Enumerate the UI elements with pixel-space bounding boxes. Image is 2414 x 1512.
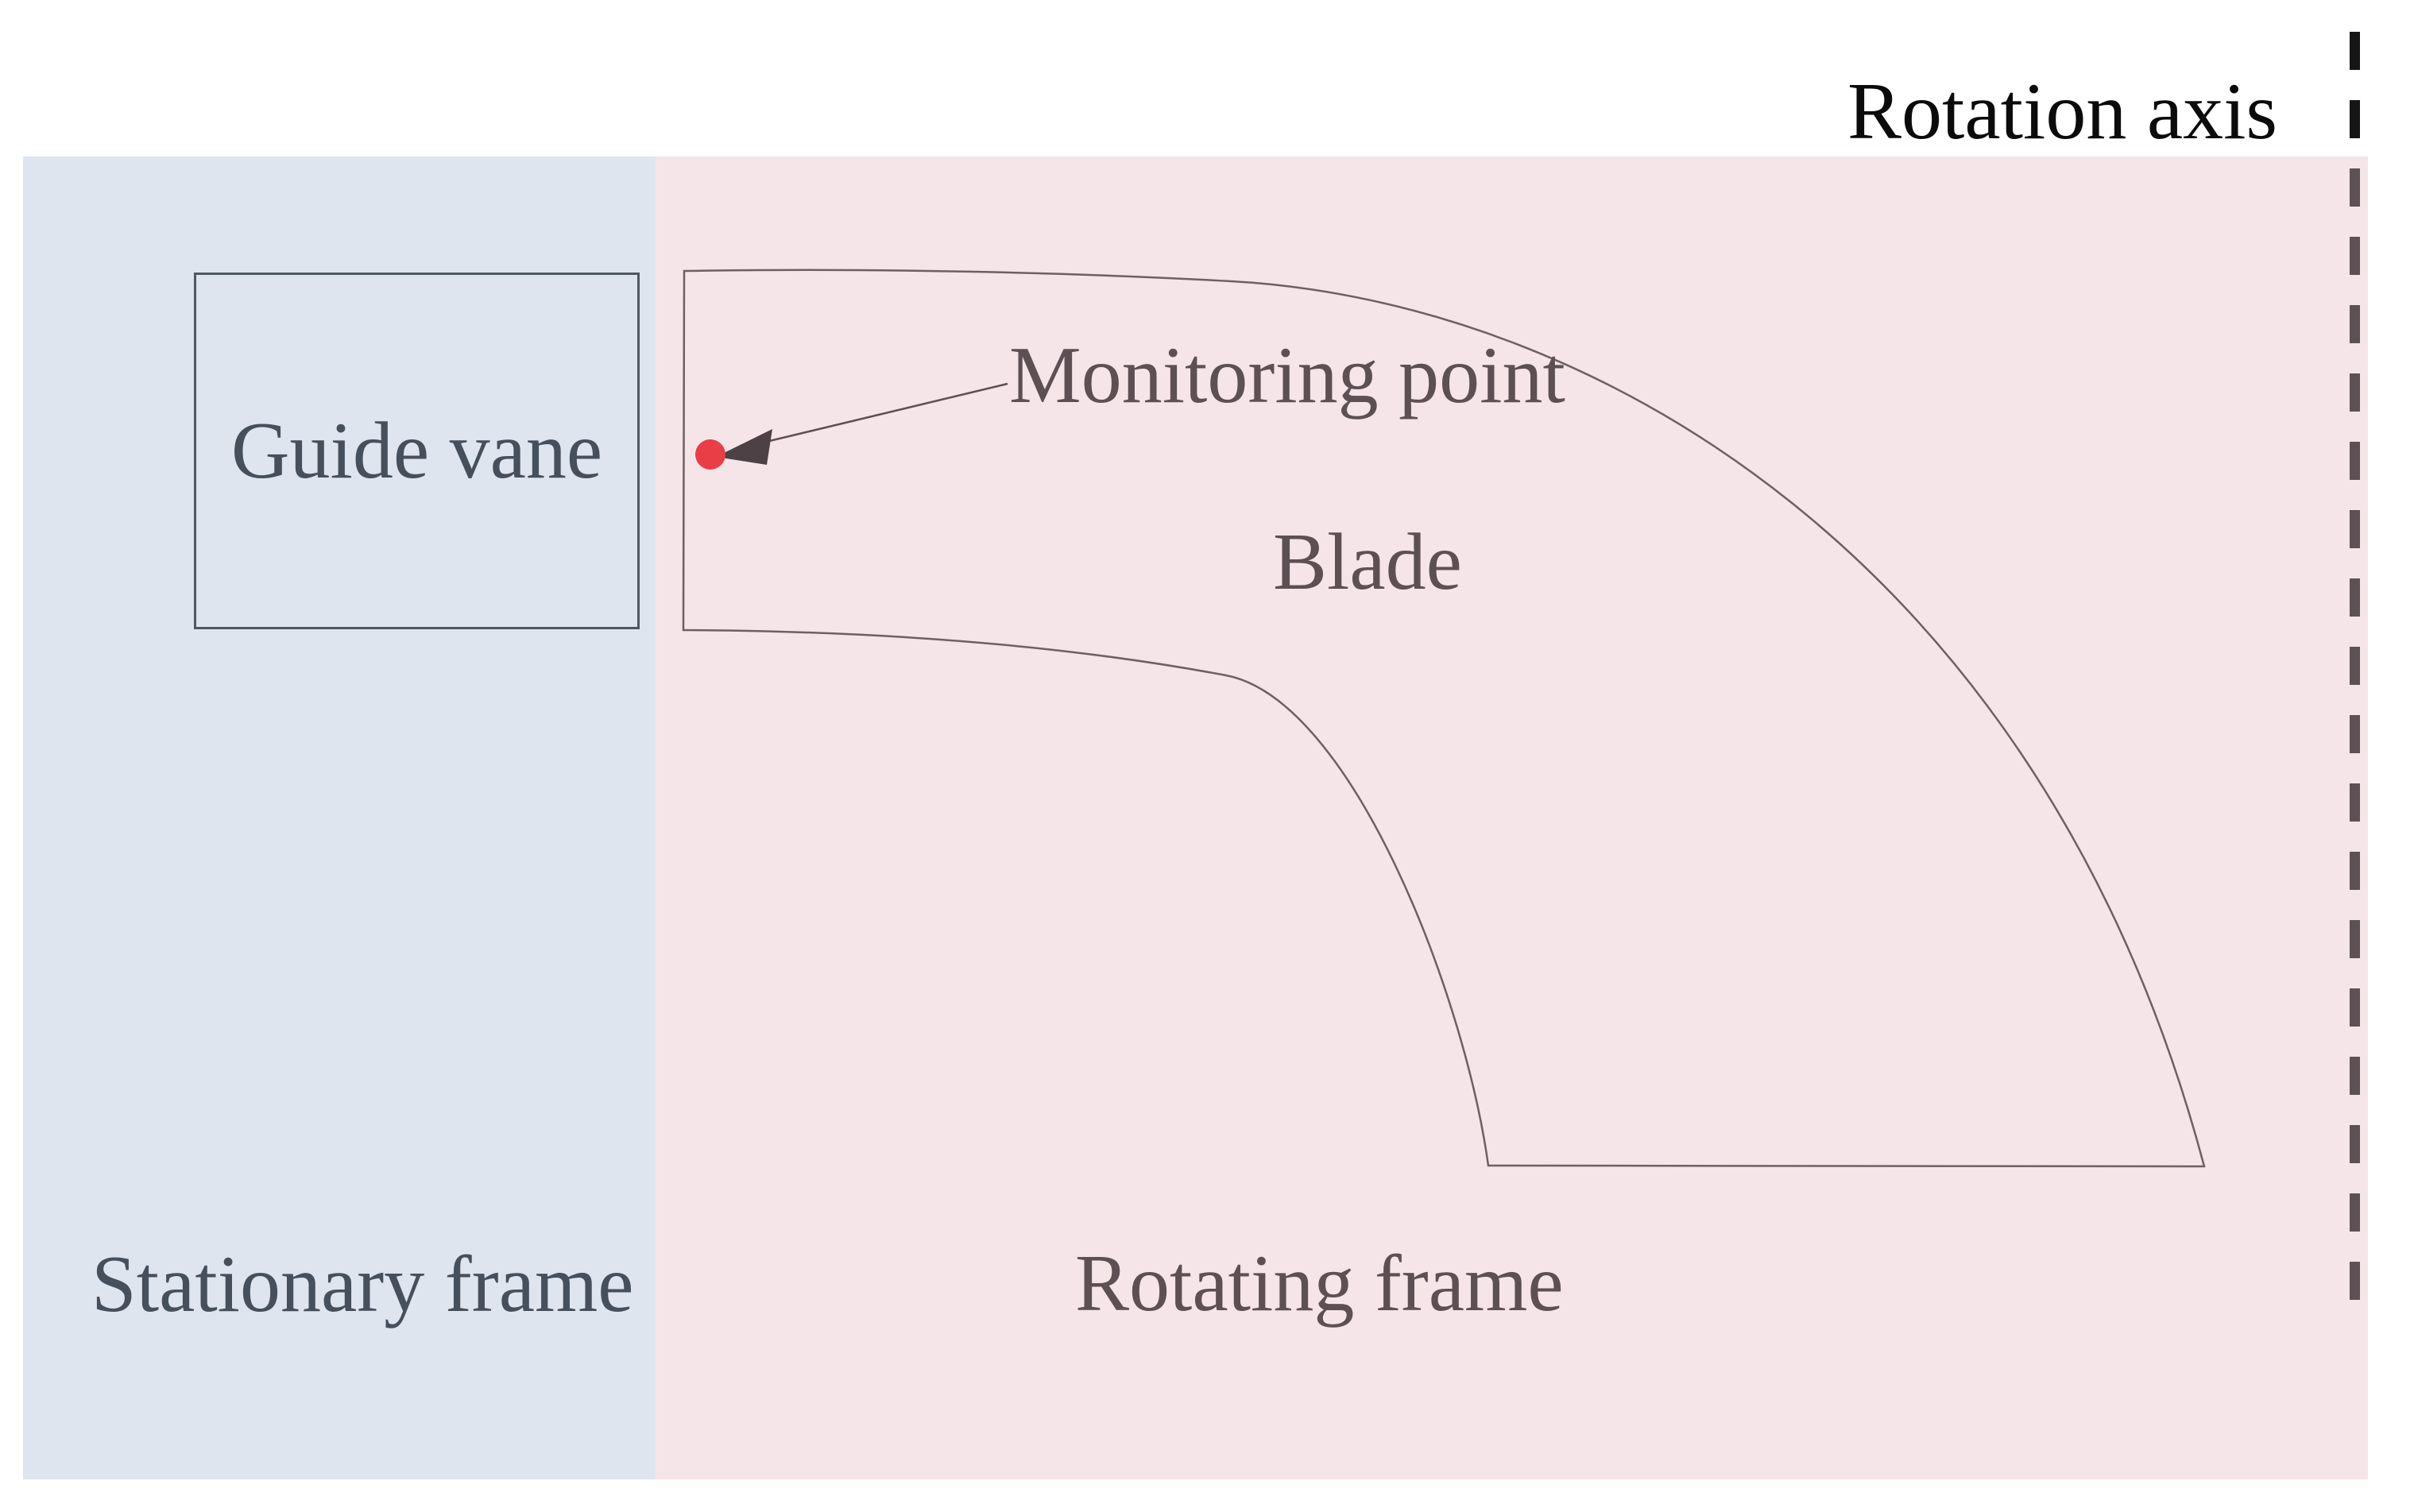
rotating-frame-label: Rotating frame (1075, 1239, 1564, 1328)
guide-vane-box: Guide vane (194, 273, 640, 629)
stationary-frame-label: Stationary frame (91, 1239, 634, 1329)
rotation-axis-label: Rotation axis (1847, 67, 2278, 157)
guide-vane-label: Guide vane (230, 405, 603, 496)
blade-label: Blade (1273, 517, 1462, 607)
monitoring-point-label: Monitoring point (1009, 331, 1565, 420)
stationary-frame-region (23, 157, 656, 1479)
